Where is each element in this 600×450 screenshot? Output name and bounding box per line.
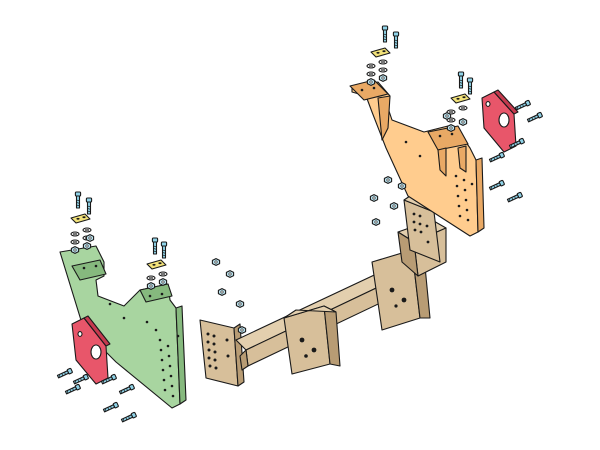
strap-plate — [70, 213, 91, 224]
receiver-hitch-frame — [199, 195, 447, 387]
strap-plate — [450, 93, 471, 104]
strap-plate — [370, 47, 391, 58]
right-spacer-plate — [481, 89, 519, 153]
strap-plate — [146, 259, 167, 270]
